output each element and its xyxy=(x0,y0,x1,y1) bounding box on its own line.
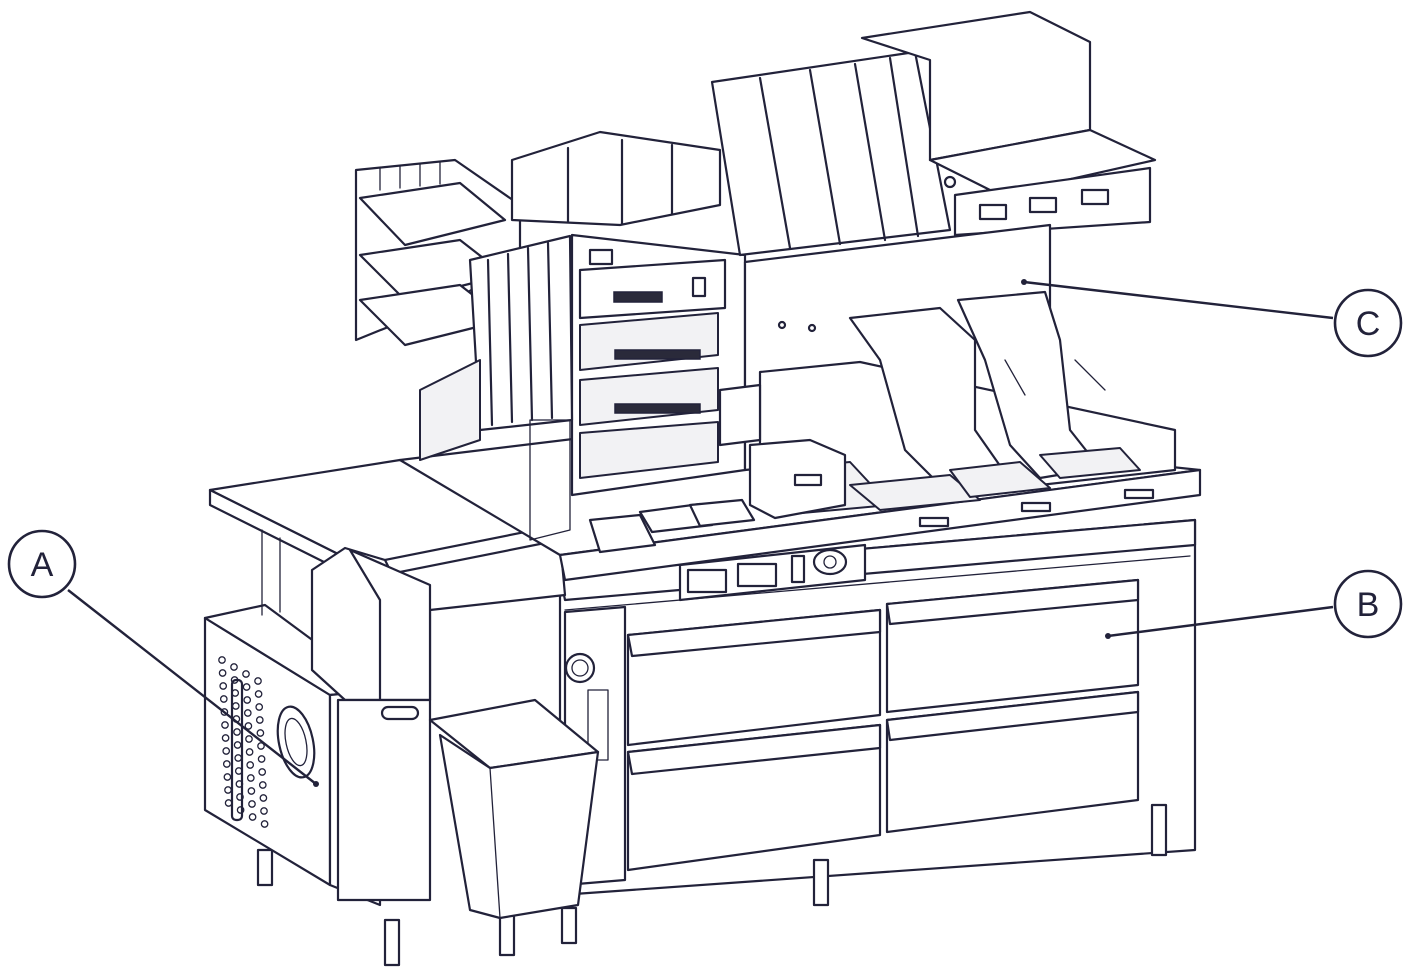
vent-hole xyxy=(221,721,229,729)
bag-holder xyxy=(310,546,432,902)
vent-hole xyxy=(246,774,255,782)
vent-hole xyxy=(219,695,228,703)
callout-c: C xyxy=(1333,288,1403,358)
vent-hole xyxy=(245,748,254,756)
counter-bin xyxy=(718,383,847,520)
vent-hole xyxy=(246,761,255,769)
holding-cabinet xyxy=(570,233,747,497)
vent-hole xyxy=(243,696,252,704)
vent-hole xyxy=(230,663,238,671)
vent-hole xyxy=(254,677,262,685)
divider-rack xyxy=(419,234,574,541)
callout-b-label: B xyxy=(1357,586,1380,624)
tray-rack-left xyxy=(354,158,522,347)
vent-hole xyxy=(242,670,250,678)
vent-hole xyxy=(233,741,242,749)
vent-hole xyxy=(255,703,264,711)
vent-hole xyxy=(243,709,252,717)
callout-a-label: A xyxy=(31,546,54,584)
vent-hole xyxy=(218,669,227,677)
legs xyxy=(256,803,1168,967)
angled-rack xyxy=(710,50,952,257)
vent-hole xyxy=(221,734,230,742)
callout-c-label: C xyxy=(1356,305,1381,343)
vent-hole xyxy=(254,690,263,698)
vent-hole xyxy=(260,820,269,828)
vent-hole xyxy=(220,708,229,716)
vent-hole xyxy=(244,722,253,730)
vent-hole xyxy=(258,768,267,776)
leader-a xyxy=(67,589,317,785)
leader-b xyxy=(1107,605,1334,638)
vent-hole xyxy=(218,656,226,664)
waste-bin xyxy=(428,698,600,920)
top-bin xyxy=(510,130,722,227)
vent-hole xyxy=(223,773,232,781)
vent-hole xyxy=(248,800,256,808)
vent-hole xyxy=(222,760,231,768)
vent-hole xyxy=(233,728,241,736)
callout-a: A xyxy=(7,529,77,599)
fry-dump-station xyxy=(758,290,1177,528)
heat-lamp-unit xyxy=(860,10,1157,237)
vent-hole xyxy=(255,716,264,724)
vent-hole xyxy=(236,793,244,801)
vent-hole xyxy=(257,742,265,750)
callout-leaders xyxy=(67,280,1334,785)
vent-hole xyxy=(247,787,256,795)
vent-hole xyxy=(222,747,231,755)
vent-hole xyxy=(257,755,266,763)
refrigerated-drawers xyxy=(626,578,1140,872)
vent-hole xyxy=(236,806,245,814)
vent-hole xyxy=(256,729,265,737)
vent-hole xyxy=(248,813,257,821)
vent-hole xyxy=(245,735,253,743)
vent-hole xyxy=(260,807,268,815)
callout-b: B xyxy=(1333,569,1403,639)
vent-hole xyxy=(259,794,268,802)
vent-hole xyxy=(258,781,267,789)
vent-hole xyxy=(219,682,228,690)
vent-hole xyxy=(242,683,251,691)
leader-c xyxy=(1023,280,1334,320)
